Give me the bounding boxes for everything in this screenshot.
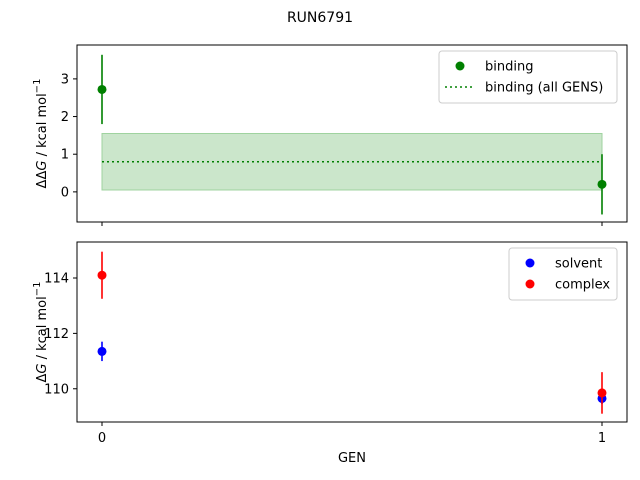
figure-title: RUN6791 xyxy=(287,10,353,26)
complex-point xyxy=(597,388,607,398)
y-tick-label: 114 xyxy=(44,272,69,287)
legend-label: binding (all GENS) xyxy=(485,81,603,96)
x-tick-label: 1 xyxy=(598,431,606,446)
y-tick-label: 2 xyxy=(61,110,69,125)
y-tick-label: 3 xyxy=(61,72,69,87)
y-axis-label: ΔΔG / kcal mol−1 xyxy=(32,79,50,189)
legend-point-marker xyxy=(455,61,465,71)
binding-point xyxy=(97,84,107,94)
legend-point-marker xyxy=(525,258,535,268)
legend-box xyxy=(508,247,618,301)
y-tick-label: 112 xyxy=(44,327,69,342)
y-tick-label: 1 xyxy=(61,148,69,163)
legend-label: complex xyxy=(555,278,610,293)
legend-label: binding xyxy=(485,60,533,75)
binding-point xyxy=(597,179,607,189)
axes-frame xyxy=(76,241,628,423)
legend-box xyxy=(438,50,618,104)
solvent-point xyxy=(97,346,107,356)
y-tick-label: 110 xyxy=(44,382,69,397)
binding-panel: 0 1 2 3 ΔΔG / kcal mol−1 binding binding (all … xyxy=(32,44,628,226)
axes-frame xyxy=(76,44,628,223)
legend-point-marker xyxy=(525,279,535,289)
y-axis-label: ΔG / kcal mol−1 xyxy=(32,282,50,383)
legend-label: solvent xyxy=(555,257,602,272)
x-axis-label: GEN xyxy=(338,451,366,466)
y-tick-label: 0 xyxy=(61,185,69,200)
x-tick-label: 0 xyxy=(98,431,106,446)
complex-point xyxy=(97,270,107,280)
